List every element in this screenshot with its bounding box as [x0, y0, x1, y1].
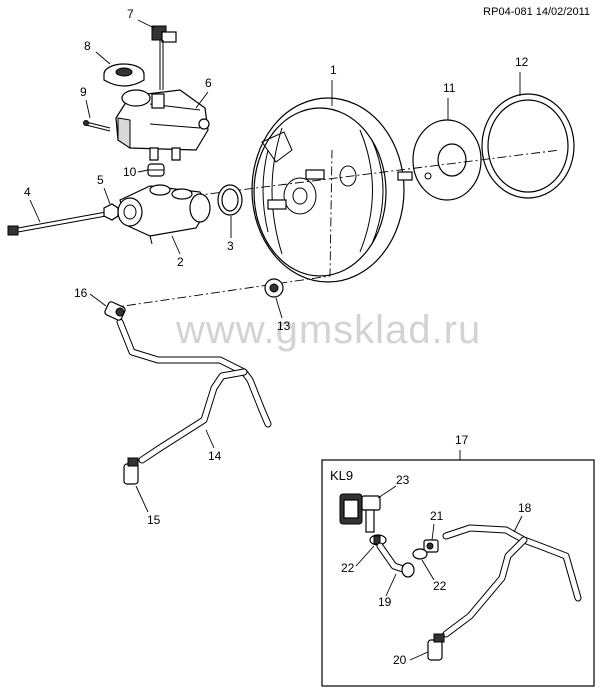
hose-connector[interactable]	[423, 539, 439, 553]
callout-22-right: 22	[433, 579, 447, 593]
push-rod[interactable]	[7, 211, 107, 236]
callout-11: 11	[443, 81, 456, 95]
callout-8: 8	[84, 39, 91, 53]
watermark: www.gmsklad.ru	[176, 308, 482, 352]
callout-23: 23	[396, 473, 410, 487]
sensor-vacuum-hose[interactable]	[442, 524, 582, 638]
callout-2: 2	[177, 255, 184, 269]
brake-fluid-reservoir[interactable]	[115, 89, 210, 161]
hose-clamp-left[interactable]	[369, 534, 387, 546]
reservoir-grommet[interactable]	[147, 163, 165, 177]
kit-box	[321, 459, 595, 687]
hose-quick-connector[interactable]	[123, 457, 139, 485]
callout-5: 5	[97, 173, 104, 187]
vacuum-hose[interactable]	[116, 318, 272, 464]
fluid-level-sensor[interactable]	[151, 25, 177, 90]
callout-3: 3	[227, 239, 234, 253]
callout-21: 21	[430, 509, 444, 523]
callout-10: 10	[123, 165, 137, 179]
callout-17: 17	[455, 433, 469, 447]
callout-14: 14	[208, 449, 222, 463]
callout-15: 15	[147, 513, 161, 527]
push-rod-nut[interactable]	[103, 203, 119, 221]
callout-1: 1	[330, 63, 337, 77]
callout-18: 18	[518, 501, 532, 515]
callout-4: 4	[24, 185, 31, 199]
callout-16: 16	[74, 286, 88, 300]
brake-booster[interactable]	[251, 97, 413, 283]
callout-6: 6	[205, 76, 212, 90]
callout-9: 9	[80, 85, 87, 99]
hose-elbow[interactable]	[376, 542, 415, 578]
callout-7: 7	[127, 7, 134, 21]
callout-12: 12	[515, 55, 529, 69]
diagram-reference: RP04-081 14/02/2011	[483, 6, 590, 18]
check-valve[interactable]	[104, 301, 126, 321]
callout-19: 19	[378, 595, 392, 609]
vacuum-sensor[interactable]	[339, 493, 381, 533]
reservoir-bolt[interactable]	[83, 120, 111, 132]
sensor-hose-connector[interactable]	[427, 633, 445, 661]
master-cylinder[interactable]	[117, 184, 211, 245]
check-valve-grommet[interactable]	[264, 278, 284, 298]
reservoir-cap[interactable]	[103, 63, 145, 87]
callout-20: 20	[393, 653, 407, 667]
callout-22-left: 22	[341, 561, 355, 575]
kit-box-title: KL9	[330, 468, 353, 483]
master-cylinder-o-ring[interactable]	[217, 184, 243, 216]
booster-seal-ring[interactable]	[481, 93, 575, 199]
hose-clamp-right[interactable]	[412, 548, 428, 560]
callout-13: 13	[277, 319, 291, 333]
booster-gasket[interactable]	[412, 119, 482, 201]
